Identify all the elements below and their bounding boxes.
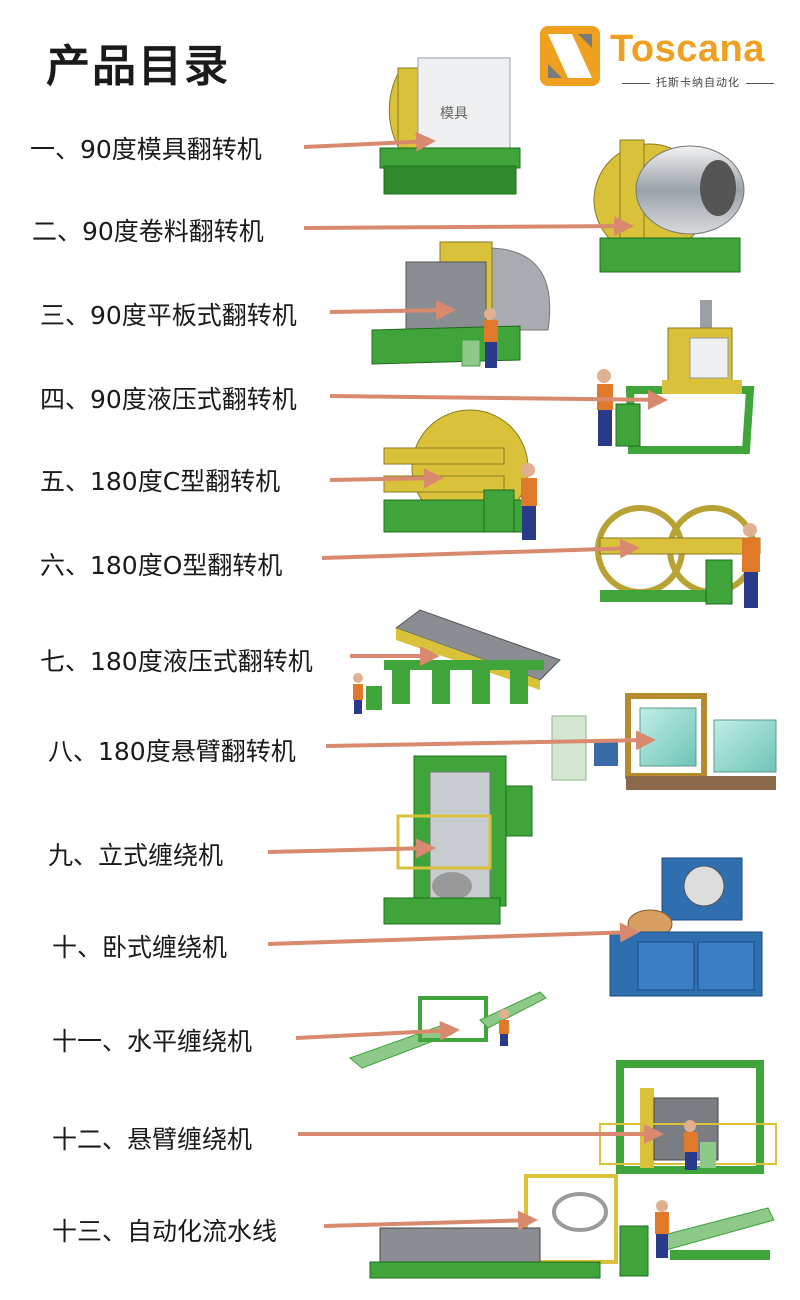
logo-name: Toscana [610,28,765,70]
arrow-10 [267,922,640,946]
arrow-2 [303,216,634,237]
machine-vertical-wrapper [383,755,533,925]
page-title: 产品目录 [46,41,230,92]
item-label-4: 四、90度液压式翻转机 [40,385,297,414]
item-label-11: 十一、水平缠绕机 [52,1027,253,1056]
machine-mould-text: 模具 [440,106,468,122]
item-label-8: 八、180度悬臂翻转机 [48,737,296,766]
arrow-5 [329,468,444,489]
machine-hydraulic-tipper [597,300,755,454]
item-label-6: 六、180度O型翻转机 [40,551,283,580]
machine-flat-tipper [371,241,551,368]
item-label-2: 二、90度卷料翻转机 [32,217,264,246]
machine-c-type-tipper [383,409,537,540]
machine-mould-tipper: 模具 [379,57,521,195]
brand-logo: Toscana 托斯卡纳自动化 [538,24,788,94]
arrow-11 [295,1020,460,1041]
item-label-9: 九、立式缠绕机 [48,841,224,870]
machine-hydraulic-180-tipper [353,609,561,714]
arrow-9 [267,838,436,859]
machine-coil-tipper [593,139,745,273]
machine-automated-line [369,1174,775,1279]
item-label-3: 三、90度平板式翻转机 [40,301,297,330]
arrow-6 [321,538,640,560]
item-label-13: 十三、自动化流水线 [52,1217,278,1246]
item-label-12: 十二、悬臂缠绕机 [52,1125,253,1154]
arrow-4 [329,389,668,410]
arrow-3 [329,300,456,321]
toscana-logo-icon [540,26,600,86]
logo-subtitle: 托斯卡纳自动化 [610,74,786,90]
item-label-5: 五、180度C型翻转机 [40,467,281,496]
machine-cantilever-wrapper [599,1060,777,1174]
machine-horizontal-wrapper [609,857,763,997]
item-label-7: 七、180度液压式翻转机 [40,647,313,676]
arrow-13 [323,1210,538,1231]
arrow-1 [303,131,436,152]
arrow-8 [325,730,656,751]
item-label-10: 十、卧式缠绕机 [52,933,228,962]
machine-cantilever-tipper [551,693,777,790]
item-label-1: 一、90度模具翻转机 [30,135,262,164]
machine-o-type-tipper [595,505,761,608]
